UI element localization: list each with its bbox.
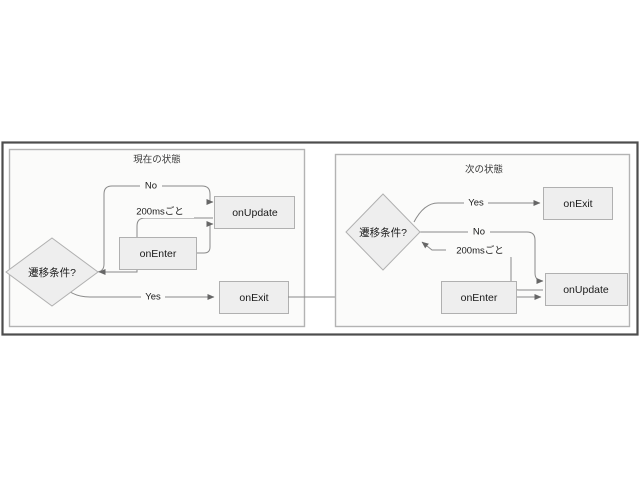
- node-nxt-onenter[interactable]: onEnter: [441, 281, 517, 314]
- edge-label-bg-yes-right: [464, 196, 488, 209]
- node-cur-onenter-label: onEnter: [140, 248, 177, 260]
- edge-label-bg-yes-left: [141, 290, 165, 303]
- node-nxt-onenter-shape: [441, 281, 517, 314]
- edge-label-cur-200ms: 200msごと: [136, 206, 184, 218]
- edge-nxt-decision-to-onupdate: [419, 231, 544, 284]
- edge-label-nxt-no: No: [473, 227, 485, 238]
- edge-label-cur-no: No: [145, 181, 157, 192]
- node-cur-onupdate-shape: [214, 196, 295, 229]
- edge-label-nxt-200ms: 200msごと: [456, 245, 504, 257]
- node-nxt-onupdate-shape: [545, 273, 628, 306]
- node-cur-onexit-shape: [219, 281, 289, 314]
- edges-next-state: Yes No 200msごと: [413, 196, 544, 300]
- node-nxt-onenter-label: onEnter: [461, 292, 498, 304]
- node-cur-onexit-label: onExit: [239, 292, 268, 304]
- decision-diamond-shape: [345, 193, 421, 271]
- edge-label-bg-no-left: [140, 179, 162, 192]
- edge-label-cur-yes: Yes: [145, 292, 161, 303]
- node-nxt-onupdate-label: onUpdate: [563, 284, 609, 296]
- node-nxt-decision-label: 遷移条件?: [359, 226, 407, 239]
- node-nxt-decision[interactable]: 遷移条件?: [345, 193, 421, 271]
- edge-label-bg-200ms-left: [126, 205, 194, 218]
- node-cur-decision-label: 遷移条件?: [28, 266, 76, 279]
- node-cur-onupdate-label: onUpdate: [232, 207, 278, 219]
- edge-cur-onupdate-to-decision: [98, 217, 213, 275]
- node-nxt-onexit-shape: [543, 187, 613, 220]
- node-cur-decision[interactable]: 遷移条件?: [5, 237, 99, 307]
- node-nxt-onexit-label: onExit: [563, 198, 592, 210]
- edge-cur-onenter-to-onupdate: [196, 221, 214, 254]
- node-nxt-onupdate[interactable]: onUpdate: [545, 273, 628, 306]
- node-cur-onenter-shape: [119, 237, 197, 270]
- edge-label-nxt-yes: Yes: [468, 198, 484, 209]
- node-nxt-onexit[interactable]: onExit: [543, 187, 613, 220]
- edge-label-bg-200ms-right: [446, 244, 514, 257]
- node-cur-onupdate[interactable]: onUpdate: [214, 196, 295, 229]
- panel-next-state-title: 次の状態: [465, 164, 503, 176]
- panel-current-state-title: 現在の状態: [133, 154, 181, 166]
- node-cur-onexit[interactable]: onExit: [219, 281, 289, 314]
- edge-label-bg-no-right: [468, 225, 490, 238]
- edge-nxt-decision-to-onexit: [413, 200, 541, 223]
- node-cur-onenter[interactable]: onEnter: [119, 237, 197, 270]
- decision-diamond-shape: [5, 237, 99, 307]
